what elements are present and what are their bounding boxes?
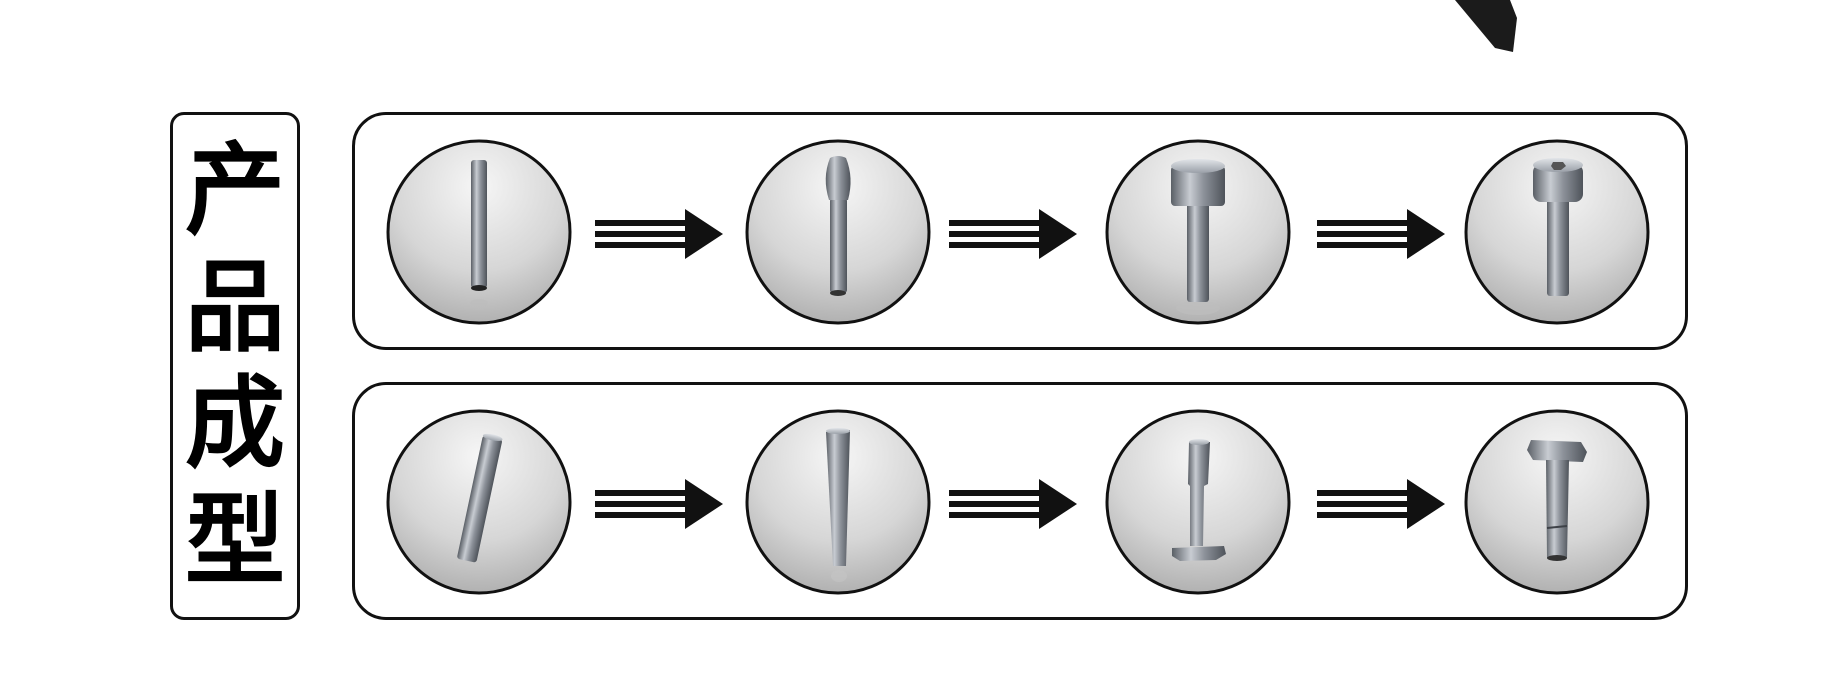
step-2-1 xyxy=(385,408,573,596)
arrow-right-icon xyxy=(949,209,1077,259)
title-char-3: 成 xyxy=(185,365,285,483)
socket-cap-screw-icon xyxy=(1464,139,1650,325)
arrow-right-icon xyxy=(595,209,723,259)
upset-head-rod-icon xyxy=(745,139,931,325)
process-row-1 xyxy=(352,112,1688,350)
title-char-4: 型 xyxy=(185,481,285,599)
flat-cylinder-head-icon xyxy=(1105,139,1291,325)
title-char-2: 品 xyxy=(185,248,285,366)
step-1-3 xyxy=(1104,138,1292,326)
straight-rod-blank-icon xyxy=(386,139,572,325)
step-1-4 xyxy=(1463,138,1651,326)
tilted-rod-blank-icon xyxy=(386,409,572,595)
arrow-right-icon xyxy=(595,479,723,529)
hex-head-bolt-icon xyxy=(1464,409,1650,595)
step-2-2 xyxy=(744,408,932,596)
arrow-right-icon xyxy=(1317,479,1445,529)
step-1-2 xyxy=(744,138,932,326)
process-row-2 xyxy=(352,382,1688,620)
arrow-right-icon xyxy=(949,479,1077,529)
step-2-3 xyxy=(1104,408,1292,596)
step-1-1 xyxy=(385,138,573,326)
title-panel: 产 品 成 型 xyxy=(170,112,300,620)
flanged-shank-icon xyxy=(1105,409,1291,595)
title-char-1: 产 xyxy=(185,132,285,250)
step-2-4 xyxy=(1463,408,1651,596)
tapered-rod-icon xyxy=(745,409,931,595)
corner-decoration xyxy=(1455,0,1517,52)
arrow-right-icon xyxy=(1317,209,1445,259)
